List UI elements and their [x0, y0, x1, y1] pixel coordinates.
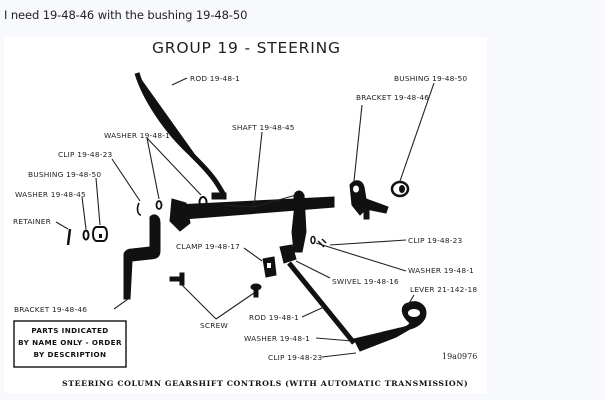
figure-code: 19a0976 — [442, 352, 477, 361]
note-box — [13, 320, 127, 368]
label-clamp: CLAMP 19-48-17 — [176, 242, 240, 251]
screw-left-head — [179, 272, 185, 286]
steering-diagram: GROUP 19 - STEERING — [13, 39, 477, 388]
rod-end-part — [211, 192, 227, 200]
shaft-end-part — [169, 198, 191, 232]
leader-line — [81, 196, 87, 230]
note-line-1: PARTS INDICATED — [31, 326, 108, 335]
leader-line — [95, 177, 101, 226]
screw-left-part — [169, 276, 181, 282]
bracket-left-part — [123, 214, 161, 300]
washer-right-part — [310, 235, 316, 245]
clip-left-part — [136, 202, 142, 216]
leader-line — [243, 247, 263, 262]
label-washer-top: WASHER 19-48-1 — [104, 131, 170, 140]
bracket-right-hole — [353, 185, 359, 193]
label-bracket-left: BRACKET 19-48-46 — [14, 305, 87, 314]
chat-message: I need 19-48-46 with the bushing 19-48-5… — [4, 8, 248, 22]
lower-rod-part — [287, 261, 356, 345]
label-retainer: RETAINER — [13, 217, 51, 226]
bracket-right-stud — [363, 208, 370, 220]
washer-left2-part — [82, 229, 90, 241]
rod-part — [134, 72, 227, 197]
leader-line — [315, 337, 353, 342]
label-shaft: SHAFT 19-48-45 — [232, 123, 295, 132]
note-line-2: BY NAME ONLY - ORDER — [18, 338, 122, 347]
leader-line — [223, 131, 297, 208]
washer-part — [198, 196, 208, 208]
leader-line — [329, 239, 407, 246]
leader-line — [146, 137, 202, 200]
leader-line — [399, 82, 435, 182]
leader-line — [295, 260, 331, 279]
leader-line — [353, 104, 363, 182]
leader-line — [321, 352, 357, 358]
diagram-caption: STEERING COLUMN GEARSHIFT CONTROLS (WITH… — [62, 379, 468, 388]
leader-line — [111, 158, 141, 202]
clamp-hole — [267, 263, 271, 268]
label-washer-left: WASHER 19-48-45 — [15, 190, 86, 199]
label-clip-left: CLIP 19-48-23 — [58, 150, 113, 159]
bushing-left-core — [99, 234, 102, 238]
retainer-part — [66, 228, 72, 246]
label-clip-bottom: CLIP 19-48-23 — [268, 353, 323, 362]
leader-line — [113, 298, 129, 310]
label-bushing-right: BUSHING 19-48-50 — [394, 74, 467, 83]
note-line-3: BY DESCRIPTION — [34, 350, 107, 359]
lever-eye — [408, 309, 420, 317]
leader-line — [181, 284, 255, 320]
label-bushing-left: BUSHING 19-48-50 — [28, 170, 101, 179]
leader-line — [301, 306, 325, 318]
label-rod-bottom: ROD 19-48-1 — [249, 313, 299, 322]
label-screw: SCREW — [200, 321, 228, 330]
label-swivel: SWIVEL 19-48-16 — [332, 277, 399, 286]
leader-line — [171, 77, 188, 86]
leader-line — [407, 294, 415, 306]
label-washer-bottom: WASHER 19-48-1 — [244, 334, 310, 343]
label-bracket-right: BRACKET 19-48-46 — [356, 93, 429, 102]
leader-line — [315, 242, 407, 272]
label-rod-top: ROD 19-48-1 — [190, 74, 240, 83]
parts-diagram-image: GROUP 19 - STEERING — [4, 37, 487, 393]
label-clip-right: CLIP 19-48-23 — [408, 236, 463, 245]
leader-line — [55, 221, 69, 230]
washer-left-part — [155, 200, 163, 210]
label-lever: LEVER 21-142-18 — [410, 285, 477, 294]
lever-part — [353, 301, 427, 352]
swivel-part — [279, 244, 297, 264]
bushing-right-bore — [399, 185, 405, 193]
label-washer-right: WASHER 19-48-1 — [408, 266, 474, 275]
screw-right-head — [250, 283, 262, 291]
shaft-arm-knob — [293, 190, 305, 204]
diagram-title: GROUP 19 - STEERING — [152, 39, 341, 57]
